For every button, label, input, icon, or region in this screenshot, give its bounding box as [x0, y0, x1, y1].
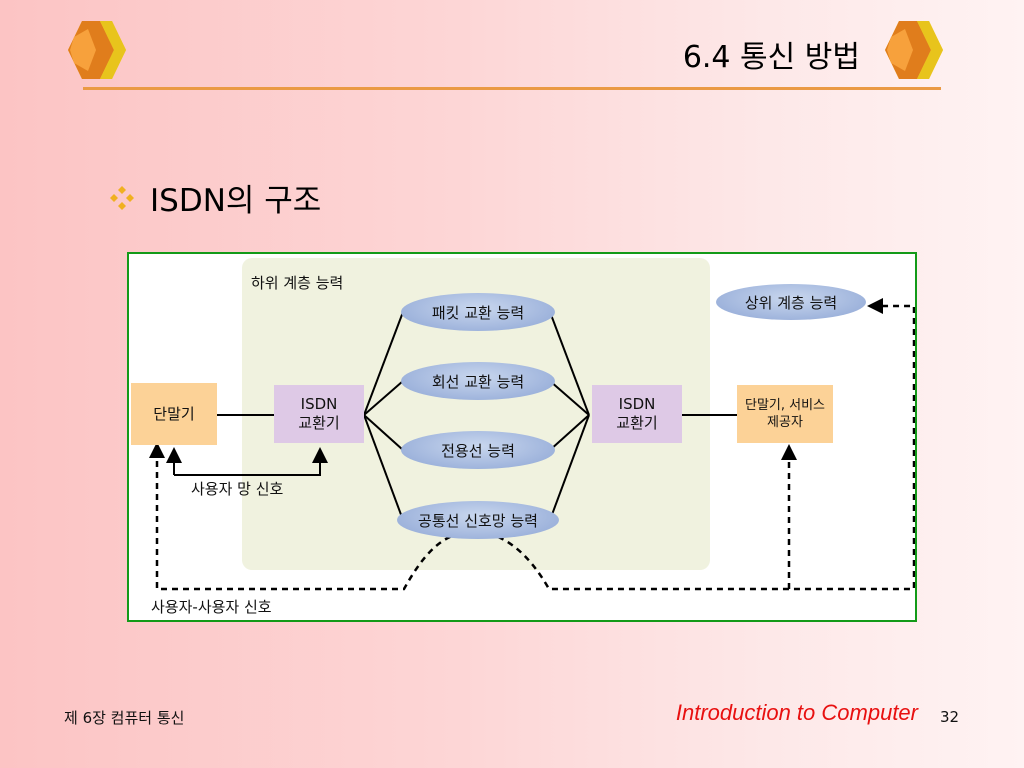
right-switch-line1: ISDN: [618, 395, 656, 413]
isdn-structure-diagram: 하위 계층 능력 패킷 교환 능력 회선 교환 능력 전용선 능력 공통선 신호…: [127, 252, 917, 622]
diamond-bullet-icon: [110, 186, 134, 210]
title-divider: [83, 87, 941, 90]
right-switch-line2: 교환기: [616, 414, 658, 432]
capability-packet-switching: 패킷 교환 능력: [401, 293, 555, 331]
left-terminal-box: 단말기: [131, 383, 217, 445]
capability-circuit-switching: 회선 교환 능력: [401, 362, 555, 400]
right-terminal-line2: 제공자: [767, 415, 803, 430]
capability-common-channel-signaling: 공통선 신호망 능력: [397, 501, 559, 539]
right-terminal-line1: 단말기, 서비스: [744, 398, 826, 413]
right-isdn-switch-box: ISDN 교환기: [592, 385, 682, 443]
footer-chapter: 제 6장 컴퓨터 통신: [64, 709, 185, 727]
left-switch-line1: ISDN: [300, 395, 338, 413]
cube-logo-left-icon: [68, 21, 126, 79]
lower-layer-label: 하위 계층 능력: [251, 274, 344, 292]
left-switch-line2: 교환기: [298, 414, 340, 432]
slide-title: 6.4 통신 방법: [682, 40, 860, 75]
footer-course-title: Introduction to Computer: [675, 700, 918, 725]
section-heading: ISDN의 구조: [150, 183, 322, 219]
cube-logo-right-icon: [885, 21, 943, 79]
diagram-connectors: [149, 298, 915, 591]
left-terminal-label: 단말기: [153, 404, 195, 423]
page-number: 32: [940, 708, 960, 726]
user-network-signal-label: 사용자 망 신호: [191, 480, 284, 498]
left-isdn-switch-box: ISDN 교환기: [274, 385, 364, 443]
right-terminal-box: 단말기, 서비스 제공자: [737, 385, 833, 443]
user-user-signal-label: 사용자-사용자 신호: [151, 598, 272, 616]
upper-layer-capability: 상위 계층 능력: [716, 284, 866, 320]
capability-leased-line: 전용선 능력: [401, 431, 555, 469]
